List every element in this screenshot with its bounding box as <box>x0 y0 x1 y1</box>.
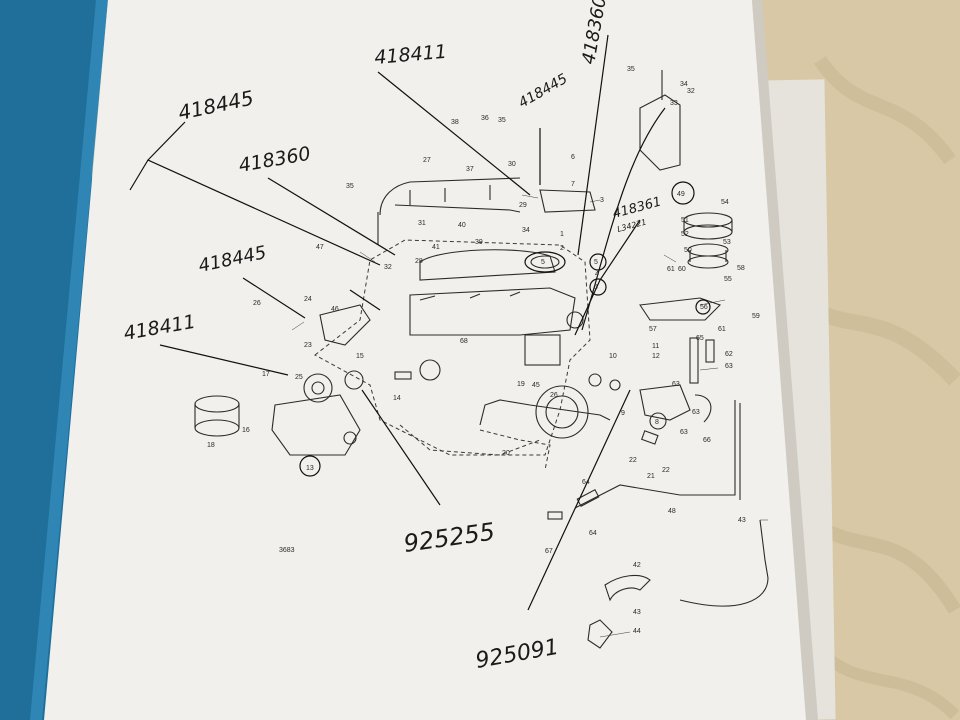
part-label: 46 <box>331 306 339 313</box>
part-label: 4 <box>595 271 599 278</box>
part-label: 23 <box>304 342 312 349</box>
binder-edge <box>30 0 108 720</box>
part-label: 18 <box>207 442 215 449</box>
part-label: 35 <box>346 183 354 190</box>
part-label: 63 <box>725 363 733 370</box>
part-label: 17 <box>262 371 270 378</box>
part-label: 24 <box>304 296 312 303</box>
figure-number: 3683 <box>279 547 295 554</box>
part-label: 61 <box>718 326 726 333</box>
part-label: 61 <box>667 266 675 273</box>
part-label: 36 <box>481 115 489 122</box>
part-label: 19 <box>517 381 525 388</box>
part-label: 39 <box>475 239 483 246</box>
part-label: 32 <box>687 88 695 95</box>
part-label: 13 <box>306 465 314 472</box>
part-label: 64 <box>582 479 590 486</box>
part-label: 52 <box>681 231 689 238</box>
part-label: 1 <box>560 231 564 238</box>
part-label: 3 <box>600 197 604 204</box>
part-label: 26 <box>253 300 261 307</box>
part-label: 32 <box>384 264 392 271</box>
part-label: 63 <box>692 409 700 416</box>
part-label: 31 <box>418 220 426 227</box>
part-label: 45 <box>532 382 540 389</box>
part-label: 57 <box>649 326 657 333</box>
part-label: 55 <box>724 276 732 283</box>
part-label: 25 <box>295 374 303 381</box>
part-label: 43 <box>633 609 641 616</box>
part-label: 59 <box>752 313 760 320</box>
part-label: 49 <box>677 191 685 198</box>
part-label: 68 <box>460 338 468 345</box>
engine-drawing <box>194 70 769 649</box>
part-label: 8 <box>655 419 659 426</box>
part-label: 60 <box>678 266 686 273</box>
part-label: 63 <box>680 429 688 436</box>
part-label: 15 <box>356 353 364 360</box>
part-label: 53 <box>723 239 731 246</box>
part-label: 30 <box>508 161 516 168</box>
part-label: 34 <box>522 227 530 234</box>
part-label: 48 <box>668 508 676 515</box>
paper-shadow <box>752 0 818 720</box>
part-label: 26 <box>550 392 558 399</box>
part-label: 40 <box>458 222 466 229</box>
paper-sheet <box>44 0 806 720</box>
part-label: 56 <box>700 304 708 311</box>
part-label: 9 <box>621 410 625 417</box>
part-label: 12 <box>652 353 660 360</box>
part-label: 42 <box>633 562 641 569</box>
part-label: 66 <box>703 437 711 444</box>
part-label: 47 <box>316 244 324 251</box>
part-label: 43 <box>738 517 746 524</box>
part-label: 14 <box>393 395 401 402</box>
part-label: 6 <box>571 154 575 161</box>
part-label: 63 <box>672 381 680 388</box>
part-label: 62 <box>725 351 733 358</box>
part-label: 22 <box>662 467 670 474</box>
part-label: 5 <box>541 259 545 266</box>
part-label: 64 <box>589 530 597 537</box>
part-label: 54 <box>721 199 729 206</box>
print-leader-lines <box>291 194 768 638</box>
part-label: 58 <box>737 265 745 272</box>
part-number-labels: 1 2 3 4 5 5 5 6 7 8 9 10 11 12 13 14 15 … <box>207 66 760 635</box>
part-label: 5 <box>594 284 598 291</box>
part-label: 27 <box>423 157 431 164</box>
part-label: 35 <box>498 117 506 124</box>
part-label: 44 <box>633 628 641 635</box>
part-label: 16 <box>242 427 250 434</box>
part-label: 10 <box>609 353 617 360</box>
part-label: 37 <box>466 166 474 173</box>
part-label: 50 <box>684 247 692 254</box>
handwritten-leader-lines <box>129 34 711 611</box>
part-label: 7 <box>571 181 575 188</box>
part-label: 5 <box>594 259 598 266</box>
part-label: 51 <box>681 217 689 224</box>
part-label: 22 <box>629 457 637 464</box>
part-label: 21 <box>647 473 655 480</box>
part-label: 35 <box>627 66 635 73</box>
part-label: 11 <box>652 343 659 350</box>
part-label: 41 <box>432 244 440 251</box>
part-label: 67 <box>545 548 553 555</box>
part-label: 28 <box>415 258 423 265</box>
part-label: 65 <box>696 335 704 342</box>
part-label: 38 <box>451 119 459 126</box>
part-label: 2 <box>560 245 564 252</box>
part-label: 29 <box>519 202 527 209</box>
part-label: 34 <box>680 81 688 88</box>
part-label: 33 <box>670 100 678 107</box>
part-label: 20 <box>502 450 510 457</box>
